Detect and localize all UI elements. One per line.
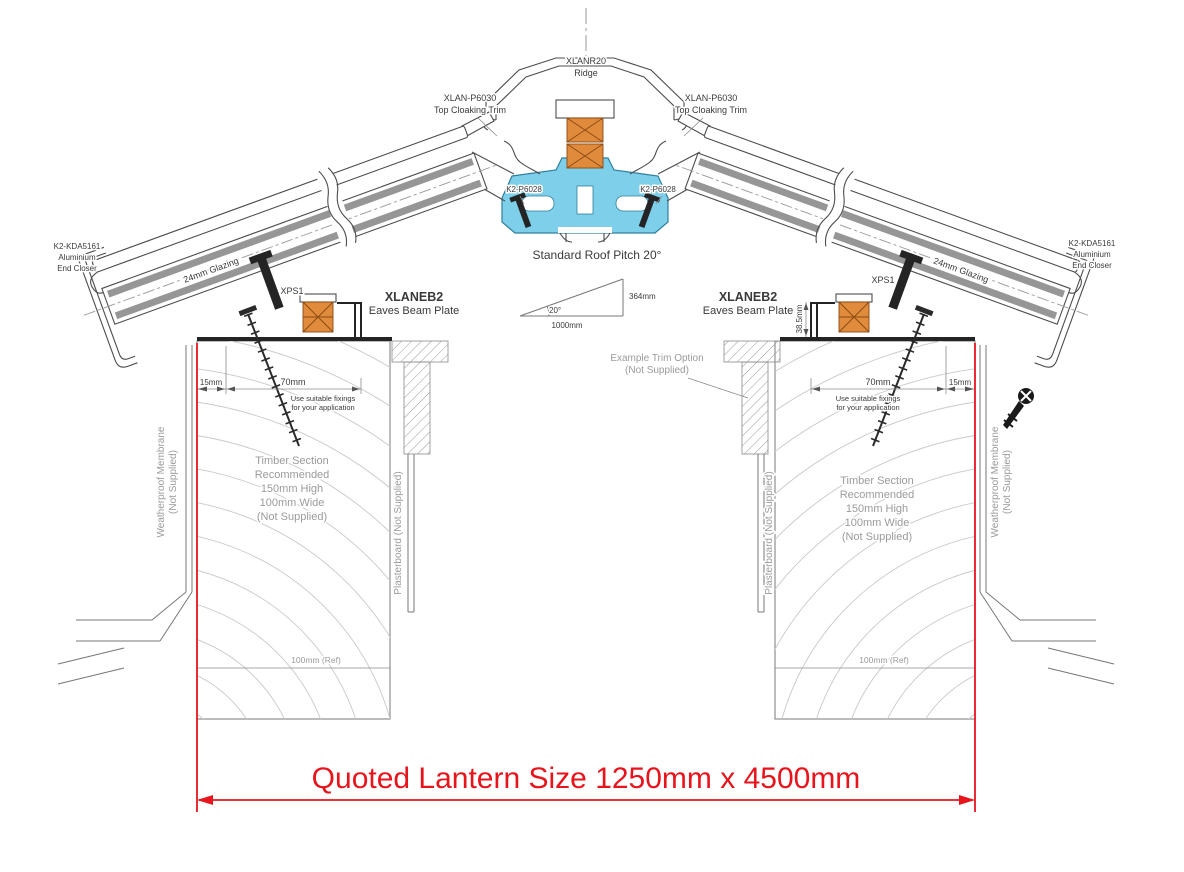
fixings-note-right-2: for your application — [836, 403, 899, 412]
ridge-clamp-bolt-right — [638, 192, 661, 229]
ridge-code-label: XLANR20 — [566, 56, 606, 66]
xps-bolt-left — [248, 249, 284, 310]
xps-label-right: XPS1 — [871, 275, 894, 285]
fixings-note-left-2: for your application — [291, 403, 354, 412]
end-closer-right-3: End Closer — [1072, 261, 1112, 270]
roof-panel-left — [63, 110, 520, 375]
membrane-right — [979, 345, 1021, 642]
end-closer-left-3: End Closer — [57, 264, 97, 273]
leader-lines — [477, 117, 749, 399]
fixing-screw-right — [868, 304, 934, 448]
timber-note-left-3: 150mm High — [261, 483, 323, 495]
membrane-left — [151, 345, 193, 642]
membrane-label-left-2: (Not Supplied) — [168, 450, 179, 514]
top-cloaking-connector-right — [629, 111, 711, 202]
dim-70mm-right: 70mm — [865, 377, 890, 387]
top-cloaking-connector-left — [461, 111, 541, 202]
plasterboard-label-right: Plasterboard (Not Supplied) — [764, 471, 775, 594]
ridge-clamp-bolt-left — [509, 192, 532, 229]
ref-dim-left: 100mm (Ref) — [291, 655, 341, 665]
cloaking-name-left: Top Cloaking Trim — [434, 105, 506, 115]
xps-bolt-right — [888, 249, 924, 310]
timber-note-left-1: Timber Section — [255, 455, 329, 467]
end-closer-left-2: Aluminium — [58, 253, 96, 262]
dim-beam-height: 38.5mm — [795, 304, 804, 333]
dim-15mm-left: 15mm — [200, 378, 223, 387]
timber-note-left-4: 100mm Wide — [260, 497, 325, 509]
screw-icon — [1003, 388, 1034, 429]
fixing-screw-left — [238, 304, 304, 448]
pitch-angle: 20° — [549, 306, 561, 315]
quoted-dimension: Quoted Lantern Size 1250mm x 4500mm — [196, 343, 976, 812]
eaves-name-left: Eaves Beam Plate — [369, 305, 460, 317]
ref-dim-right: 100mm (Ref) — [859, 655, 909, 665]
timber-note-right-5: (Not Supplied) — [842, 531, 912, 543]
roof-panel-right — [652, 110, 1109, 375]
membrane-label-right-1: Weatherproof Membrane — [990, 426, 1001, 537]
timber-note-right-4: 100mm Wide — [845, 517, 910, 529]
ridge-name-label: Ridge — [574, 68, 598, 78]
membrane-label-left-1: Weatherproof Membrane — [156, 426, 167, 537]
timber-note-left-5: (Not Supplied) — [257, 511, 327, 523]
timber-section-left — [196, 340, 391, 720]
xps-label-left: XPS1 — [280, 286, 303, 296]
pitch-title: Standard Roof Pitch 20° — [533, 248, 662, 262]
eaves-code-right: XLANEB2 — [719, 290, 777, 304]
timber-note-right-2: Recommended — [840, 489, 915, 501]
timber-dims-right — [775, 302, 975, 669]
timber-dims-left — [197, 346, 390, 669]
trim-hatch-right — [723, 340, 781, 613]
eaves-code-left: XLANEB2 — [385, 290, 443, 304]
dim-70mm-left: 70mm — [280, 377, 305, 387]
plasterboard-label-left: Plasterboard (Not Supplied) — [393, 471, 404, 594]
timber-note-left-2: Recommended — [255, 469, 330, 481]
fixings-note-right-1: Use suitable fixings — [836, 394, 901, 403]
trim-option-label-1: Example Trim Option — [610, 353, 703, 364]
timber-note-right-1: Timber Section — [840, 475, 914, 487]
eaves-assembly-right — [780, 249, 975, 448]
pitch-rise: 364mm — [629, 292, 656, 301]
clamp-code-left: K2-P6028 — [506, 185, 542, 194]
cloaking-code-left: XLAN-P6030 — [444, 93, 497, 103]
timber-section-right — [774, 340, 976, 720]
pitch-triangle — [519, 278, 624, 317]
ridge-thermal-break — [566, 117, 604, 169]
trim-hatch-left — [391, 340, 449, 613]
clamp-code-right: K2-P6028 — [640, 185, 676, 194]
dim-15mm-right: 15mm — [949, 378, 972, 387]
eaves-name-right: Eaves Beam Plate — [703, 305, 794, 317]
eaves-assembly-left — [197, 249, 392, 448]
trim-option-label-2: (Not Supplied) — [625, 365, 689, 376]
pitch-run: 1000mm — [551, 321, 582, 330]
floor-lines-left — [57, 619, 160, 685]
end-closer-right-1: K2-KDA5161 — [1069, 239, 1116, 248]
floor-lines-right — [1012, 619, 1115, 685]
end-closer-left-1: K2-KDA5161 — [54, 242, 101, 251]
fixings-note-left-1: Use suitable fixings — [291, 394, 356, 403]
cloaking-code-right: XLAN-P6030 — [685, 93, 738, 103]
membrane-label-right-2: (Not Supplied) — [1002, 450, 1013, 514]
timber-note-right-3: 150mm High — [846, 503, 908, 515]
ridge-gasket-blue — [501, 157, 669, 243]
end-closer-right-2: Aluminium — [1073, 250, 1111, 259]
cloaking-name-right: Top Cloaking Trim — [675, 105, 747, 115]
quoted-size-label: Quoted Lantern Size 1250mm x 4500mm — [312, 762, 861, 795]
